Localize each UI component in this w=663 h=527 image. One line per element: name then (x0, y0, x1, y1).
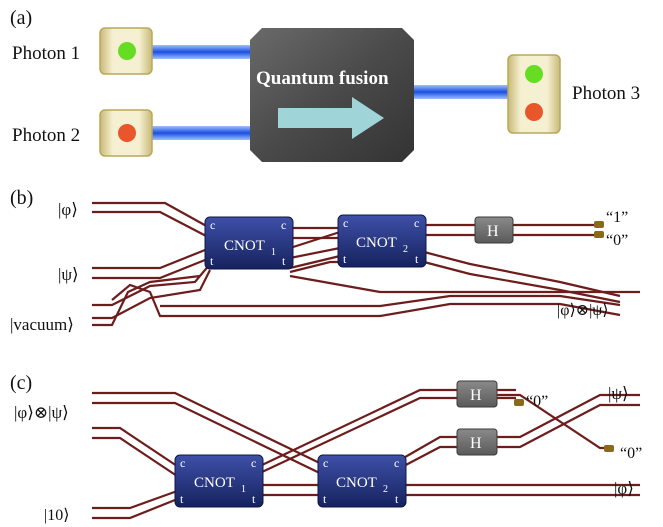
cnot2-c-control-mark-right: c (394, 456, 399, 470)
out-psi-label: |ψ⟩ (608, 384, 629, 403)
panel-a-tag: (a) (10, 7, 32, 29)
photon2-card (99, 109, 153, 157)
photon3-label: Photon 3 (572, 83, 640, 104)
panel-c: (c) |φ⟩⊗|ψ⟩ |10⟩ (10, 372, 642, 524)
cnot2-label: CNOT (356, 235, 397, 251)
hadamard-c-top-label: H (470, 387, 482, 404)
cnot2-c-target-mark-right: t (395, 492, 399, 506)
cnot1-control-mark: c (210, 218, 215, 232)
cnot2-target-mark-right: t (415, 252, 419, 266)
detector-icon (514, 399, 524, 406)
cnot2-c-sub: 2 (383, 484, 388, 495)
cnot1-control-mark-right: c (281, 218, 286, 232)
beam-photon2 (150, 126, 250, 140)
cnot2-sub: 2 (403, 244, 408, 255)
cnot2-c-target-mark: t (323, 492, 327, 506)
cnot1-sub: 1 (271, 247, 276, 258)
cnot1-label: CNOT (224, 238, 265, 254)
input-product-label: |φ⟩⊗|ψ⟩ (14, 403, 69, 422)
cnot1-gate-c: c c t t CNOT 1 (174, 454, 264, 508)
photon1-dot (118, 42, 136, 60)
out-phi-label: |φ⟩ (614, 479, 634, 498)
cnot2-gate-b: c c t t CNOT 2 (337, 214, 427, 268)
photon2-dot (118, 124, 136, 142)
input-vacuum-label: |vacuum⟩ (10, 315, 74, 334)
cnot2-gate-c: c c t t CNOT 2 (317, 454, 407, 508)
cnot1-c-target-mark: t (180, 492, 184, 506)
panel-b-wires (92, 201, 640, 327)
fusion-arrow-icon (278, 97, 384, 139)
hadamard-gate-b: H (474, 216, 514, 244)
quantum-fusion-box: Quantum fusion (250, 28, 414, 162)
photon1-label: Photon 1 (12, 43, 80, 64)
cnot2-c-control-mark: c (323, 456, 328, 470)
panel-b-tag: (b) (10, 187, 33, 209)
cnot2-c-label: CNOT (336, 475, 377, 491)
hadamard-gate-c-top: H (456, 380, 498, 408)
hadamard-c-bottom-label: H (470, 435, 482, 452)
out-zero-b-label: “0” (620, 445, 642, 462)
panel-c-tag: (c) (10, 372, 32, 394)
hadamard-gate-c-bottom: H (456, 428, 498, 456)
quantum-fusion-label: Quantum fusion (256, 68, 389, 89)
photon1-card (99, 27, 153, 75)
photon3-card (507, 54, 561, 134)
cnot1-c-control-mark: c (180, 456, 185, 470)
cnot1-target-mark-right: t (282, 254, 286, 268)
cnot1-gate-b: c c t t CNOT 1 (204, 216, 294, 270)
cnot1-c-target-mark-right: t (252, 492, 256, 506)
photon3-dot-orange (525, 103, 543, 121)
detector-icon (604, 445, 614, 452)
out-one-label: “1” (606, 209, 628, 226)
cnot1-c-label: CNOT (194, 475, 235, 491)
hadamard-label: H (487, 223, 499, 240)
photon3-dot-green (525, 65, 543, 83)
detector-icon (594, 231, 604, 238)
input-phi-label: |φ⟩ (58, 200, 78, 219)
input-ancilla-label: |10⟩ (44, 507, 69, 524)
out-zero-a-label: “0” (526, 393, 548, 410)
cnot1-c-control-mark-right: c (251, 456, 256, 470)
panel-c-wires (92, 388, 640, 520)
cnot2-control-mark: c (343, 216, 348, 230)
input-psi-label: |ψ⟩ (58, 265, 79, 284)
panel-a: (a) Photon 1 Photon 2 Quantum fusion (10, 7, 640, 162)
beam-photon3 (410, 85, 510, 99)
panel-b: (b) |φ⟩ |ψ⟩ |vacuum⟩ (10, 187, 640, 334)
cnot2-control-mark-right: c (414, 216, 419, 230)
photon2-label: Photon 2 (12, 125, 80, 146)
output-state-label: |φ⟩⊗|ψ⟩ (557, 302, 609, 319)
cnot1-c-sub: 1 (241, 484, 246, 495)
detector-icon (594, 221, 604, 228)
beam-photon1 (150, 45, 250, 59)
out-zero-label: “0” (606, 232, 628, 249)
cnot2-target-mark: t (343, 252, 347, 266)
cnot1-target-mark: t (210, 254, 214, 268)
